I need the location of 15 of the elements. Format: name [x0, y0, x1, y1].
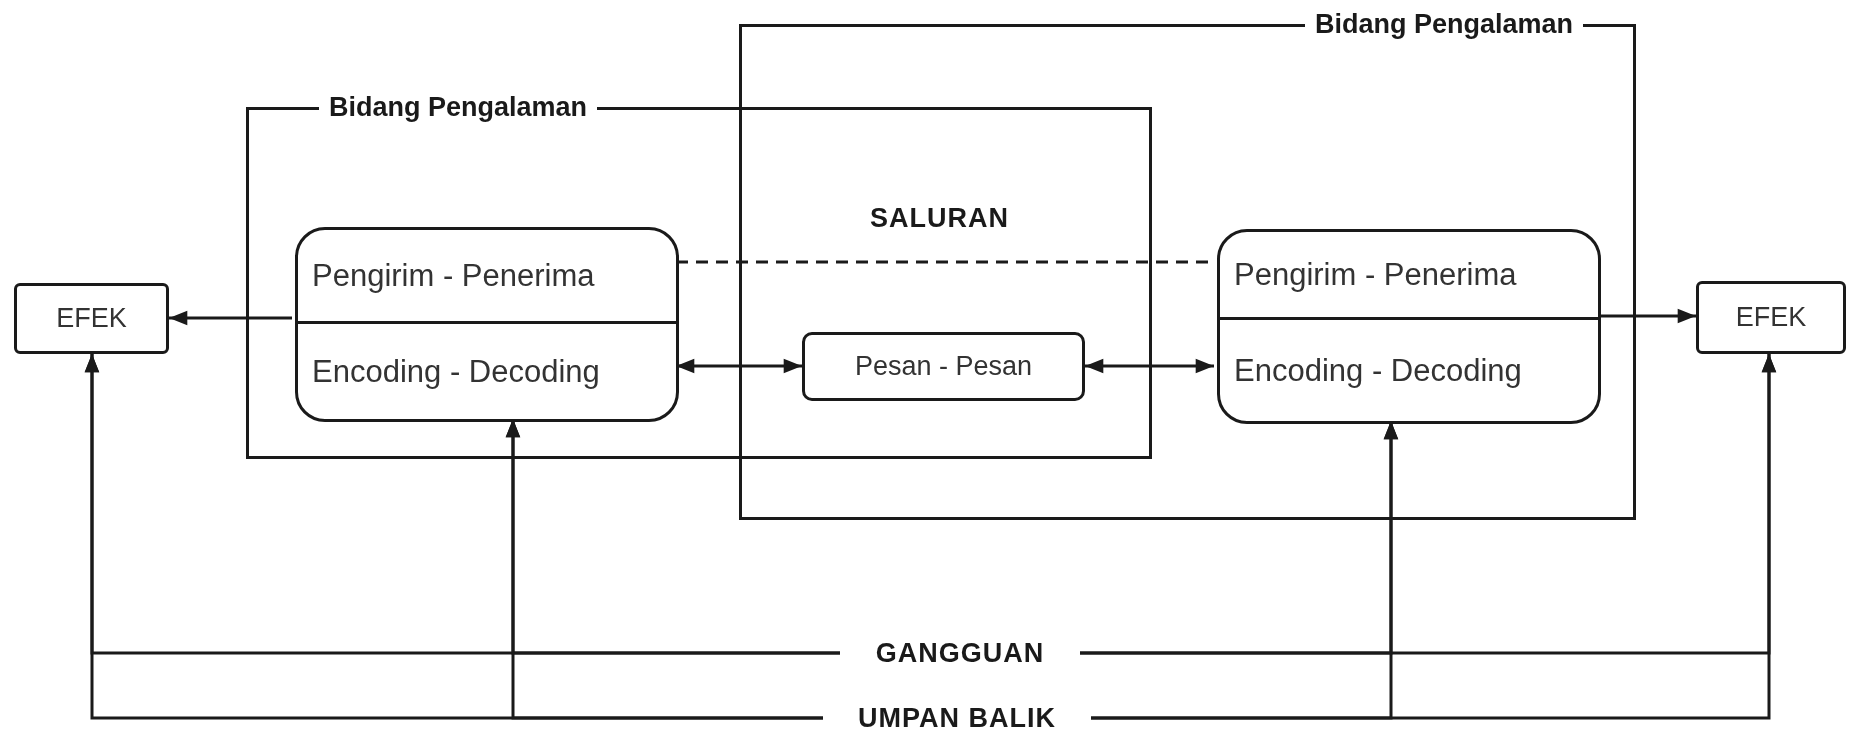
- process-box: EFEK: [1696, 281, 1846, 354]
- arrow: [1085, 358, 1214, 374]
- flow-label: GANGGUAN: [840, 636, 1080, 670]
- box-text: Encoding - Decoding: [311, 352, 601, 391]
- box-text: Encoding - Decoding: [1233, 351, 1523, 390]
- arrow: [1091, 354, 1777, 720]
- process-box: EFEK: [14, 283, 169, 354]
- channel-label: SALURAN: [870, 203, 1009, 234]
- flow-label: UMPAN BALIK: [823, 703, 1091, 733]
- box-text: Pengirim - Penerima: [298, 230, 676, 324]
- rounded-split-box: [1217, 229, 1601, 424]
- box-text: Pengirim - Penerima: [1220, 232, 1598, 320]
- rounded-split-box: [295, 227, 679, 422]
- arrow: [169, 310, 292, 326]
- process-box: Pesan - Pesan: [802, 332, 1085, 401]
